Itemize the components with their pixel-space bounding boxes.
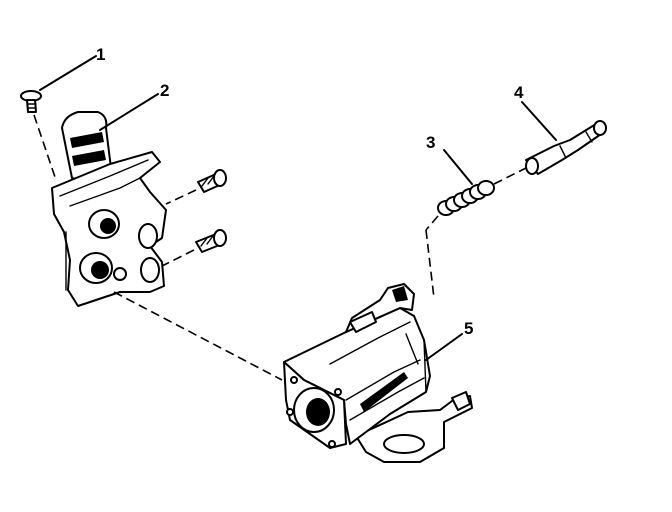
callout-labels: 1 2 3 4 5	[96, 45, 524, 338]
callout-2: 2	[160, 81, 169, 100]
leader-1	[39, 55, 97, 91]
part-1-screw	[20, 90, 57, 181]
lower-mounting-screw	[161, 229, 227, 267]
callout-4: 4	[514, 83, 524, 102]
part-5-housing	[283, 283, 473, 463]
leader-5	[425, 333, 463, 361]
callout-3: 3	[426, 133, 435, 152]
callout-leaders	[39, 55, 557, 361]
leader-2	[99, 93, 159, 131]
callout-5: 5	[464, 319, 473, 338]
upper-mounting-screw	[165, 169, 227, 205]
leader-3	[443, 149, 473, 185]
part-2-bracket	[51, 111, 283, 381]
callout-1: 1	[96, 45, 105, 64]
bracket-mounting-screws	[161, 169, 227, 267]
part-4-plunger-pin	[525, 120, 607, 175]
part-3-spring	[425, 167, 527, 299]
leader-4	[521, 101, 557, 141]
